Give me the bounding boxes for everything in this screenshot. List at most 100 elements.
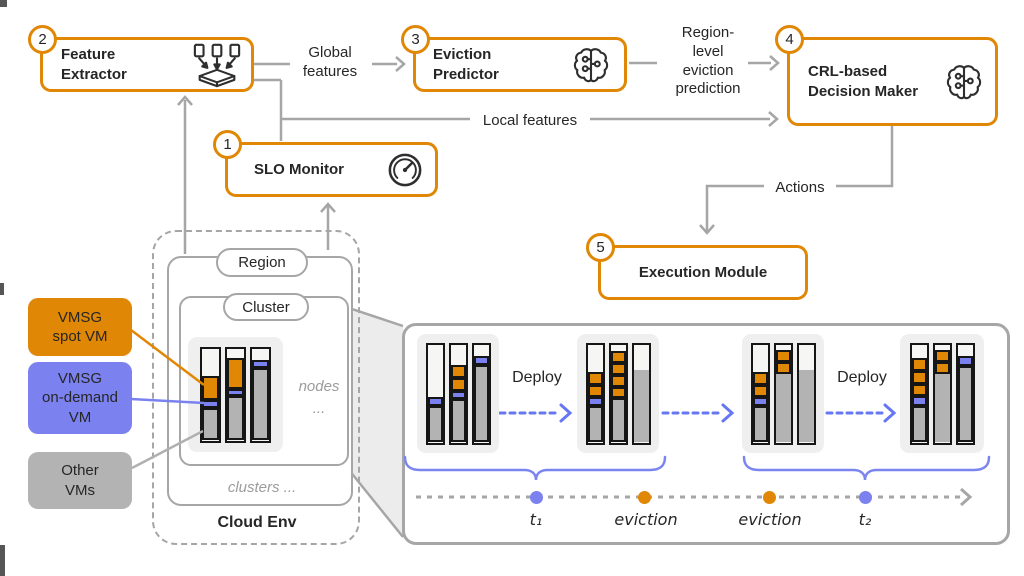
vm-segment-ondemand <box>587 397 603 407</box>
cluster-pill: Cluster <box>223 293 309 321</box>
vm-segment-spot <box>934 350 950 363</box>
region-label: Region <box>238 254 286 271</box>
vm-segment-other <box>427 406 443 443</box>
module-label: Feature Extractor <box>61 46 127 83</box>
vm-segment-ondemand <box>752 397 768 407</box>
local-features-label: Local features <box>470 110 590 133</box>
vm-segment-other <box>752 406 768 443</box>
module-label: SLO Monitor <box>254 160 344 178</box>
nodes-ellipsis: ... <box>312 400 326 417</box>
region-prediction-label: Region- level eviction prediction <box>675 24 741 98</box>
extract-icon <box>193 43 241 87</box>
node-bar <box>796 342 816 445</box>
module-feature-extractor: Feature Extractor <box>40 37 254 92</box>
vm-segment-ondemand <box>911 396 927 407</box>
node-bar <box>200 346 221 443</box>
node-bar <box>608 342 628 445</box>
node-bar <box>909 342 929 445</box>
vm-segment-ondemand <box>473 356 489 366</box>
event-dot-t2 <box>859 491 872 504</box>
edge-artifact <box>0 0 7 7</box>
snapshot-after-eviction <box>742 334 824 453</box>
vm-segment-other <box>473 365 489 443</box>
edge-artifact <box>0 283 4 295</box>
gauge-icon <box>388 153 422 186</box>
node-bar <box>773 342 793 445</box>
vm-segment-spot <box>911 383 927 397</box>
vm-segment-spot <box>587 371 603 385</box>
vm-segment-ondemand <box>427 397 443 407</box>
legend-on-demand-vm: VMSG on-demand VM <box>28 362 132 434</box>
vm-segment-other_plain <box>934 373 950 443</box>
module-label: CRL-based Decision Maker <box>808 63 919 100</box>
module-label: Execution Module <box>638 263 768 281</box>
cluster-label: Cluster <box>242 298 290 316</box>
node-bar <box>425 342 445 445</box>
deploy-label-2: Deploy <box>837 369 887 386</box>
vm-segment-other <box>587 406 603 443</box>
event-dot-t1 <box>530 491 543 504</box>
vm-segment-other <box>202 408 219 441</box>
node-bar <box>448 342 468 445</box>
vm-segment-spot <box>911 370 927 384</box>
clusters-ellipsis: clusters ... <box>227 479 297 496</box>
badge-4: 4 <box>775 25 804 54</box>
node-bar <box>750 342 770 445</box>
vm-segment-other_plain <box>775 373 791 443</box>
region-pill: Region <box>216 248 308 277</box>
brain-icon <box>946 64 982 99</box>
node-bar <box>932 342 952 445</box>
snapshot-t1 <box>417 334 499 453</box>
vm-segment-spot <box>450 377 466 391</box>
vm-segment-ondemand <box>202 400 219 409</box>
nodes-label: nodes <box>298 378 340 395</box>
vm-segment-other <box>252 367 269 441</box>
node-bar <box>225 346 246 443</box>
vm-segment-spot <box>752 371 768 385</box>
cluster-nodes-group <box>188 337 283 452</box>
event-dot-eviction-2 <box>763 491 776 504</box>
vm-segment-other <box>450 399 466 443</box>
vm-segment-other <box>610 398 626 443</box>
event-label-t2: t₂ <box>858 510 872 529</box>
vm-segment-spot <box>610 363 626 375</box>
vm-segment-spot <box>587 384 603 398</box>
badge-1: 1 <box>213 130 242 159</box>
event-label-t1: t₁ <box>529 510 543 529</box>
vm-segment-spot <box>610 386 626 399</box>
event-dot-eviction-1 <box>638 491 651 504</box>
vm-segment-ondemand <box>957 356 973 367</box>
module-label: Eviction Predictor <box>433 46 499 83</box>
cloud-env-label: Cloud Env <box>217 514 297 531</box>
global-features-label: Global features <box>290 44 370 82</box>
badge-5: 5 <box>586 233 615 262</box>
vm-segment-spot <box>610 351 626 364</box>
vm-segment-other <box>957 366 973 443</box>
module-execution: Execution Module <box>598 245 808 300</box>
node-bar <box>471 342 491 445</box>
edge-artifact <box>0 545 5 576</box>
node-bar <box>585 342 605 445</box>
module-decision-maker: CRL-based Decision Maker <box>787 37 998 126</box>
vm-segment-spot <box>775 350 791 363</box>
snapshot-after-deploy <box>577 334 659 453</box>
event-label-eviction-2: eviction <box>738 510 802 529</box>
vm-segment-other_plain <box>798 369 814 443</box>
vm-segment-spot <box>202 376 219 400</box>
brain-icon <box>573 47 609 82</box>
deploy-label-1: Deploy <box>512 369 562 386</box>
badge-2: 2 <box>28 25 57 54</box>
badge-3: 3 <box>401 25 430 54</box>
legend-other-vms: Other VMs <box>28 452 132 509</box>
legend-spot-vm: VMSG spot VM <box>28 298 132 356</box>
vm-segment-spot <box>911 358 927 371</box>
vm-segment-spot <box>752 384 768 398</box>
module-eviction-predictor: Eviction Predictor <box>413 37 627 92</box>
actions-label: Actions <box>764 177 836 200</box>
node-bar <box>955 342 975 445</box>
vm-segment-spot <box>227 357 244 389</box>
snapshot-t2 <box>900 334 984 453</box>
node-bar <box>631 342 651 445</box>
vm-segment-ondemand <box>252 359 269 368</box>
